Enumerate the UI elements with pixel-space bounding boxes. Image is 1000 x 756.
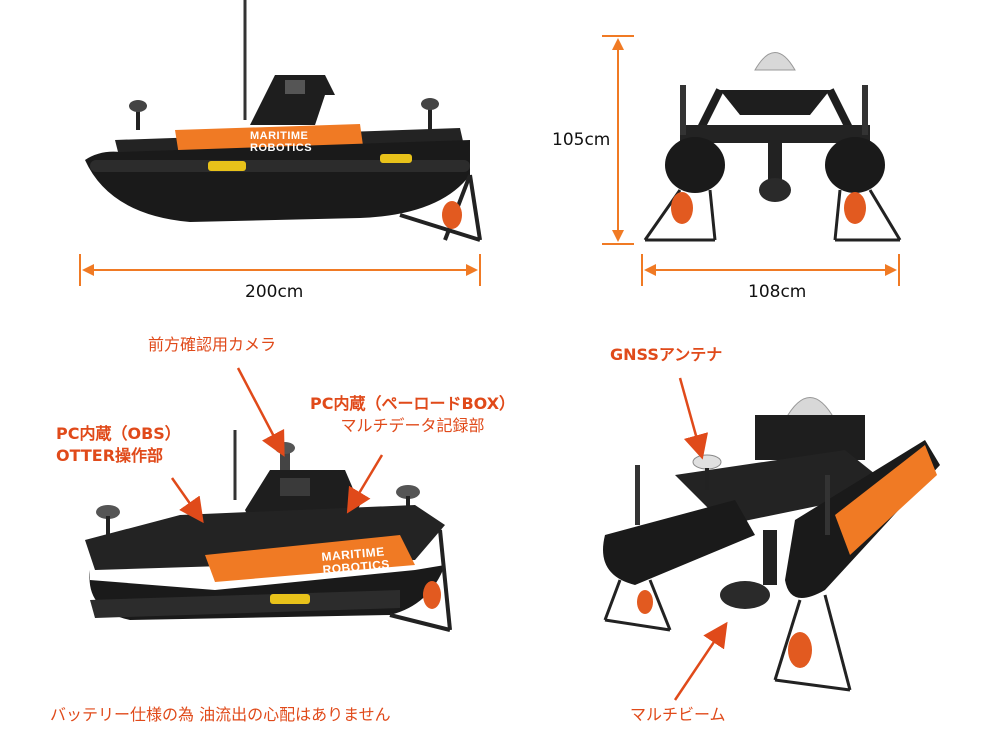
height-dimension-line — [602, 35, 634, 245]
width-dimension-line — [641, 254, 900, 286]
callout-pc-obs: PC内蔵（OBS） OTTER操作部 — [56, 424, 181, 465]
callout-front-camera: 前方確認用カメラ — [148, 335, 277, 354]
height-label: 105cm — [552, 130, 611, 150]
length-dimension-line — [79, 254, 481, 286]
callout-battery-note: バッテリー仕様の為 油流出の心配はありません — [50, 705, 391, 724]
perspective-view-boat — [85, 430, 452, 632]
callout-multibeam: マルチビーム — [630, 705, 726, 724]
callout-pc-payload: PC内蔵（ペーロードBOX） マルチデータ記録部 — [310, 394, 516, 435]
front-view-boat — [643, 52, 902, 242]
width-label: 108cm — [748, 282, 807, 302]
side-view-boat — [85, 0, 482, 242]
side-view-logo: MARITIME ROBOTICS — [250, 130, 313, 154]
length-label: 200cm — [245, 282, 304, 302]
rear-perspective-boat — [603, 397, 940, 692]
callout-gnss: GNSSアンテナ — [610, 345, 723, 364]
